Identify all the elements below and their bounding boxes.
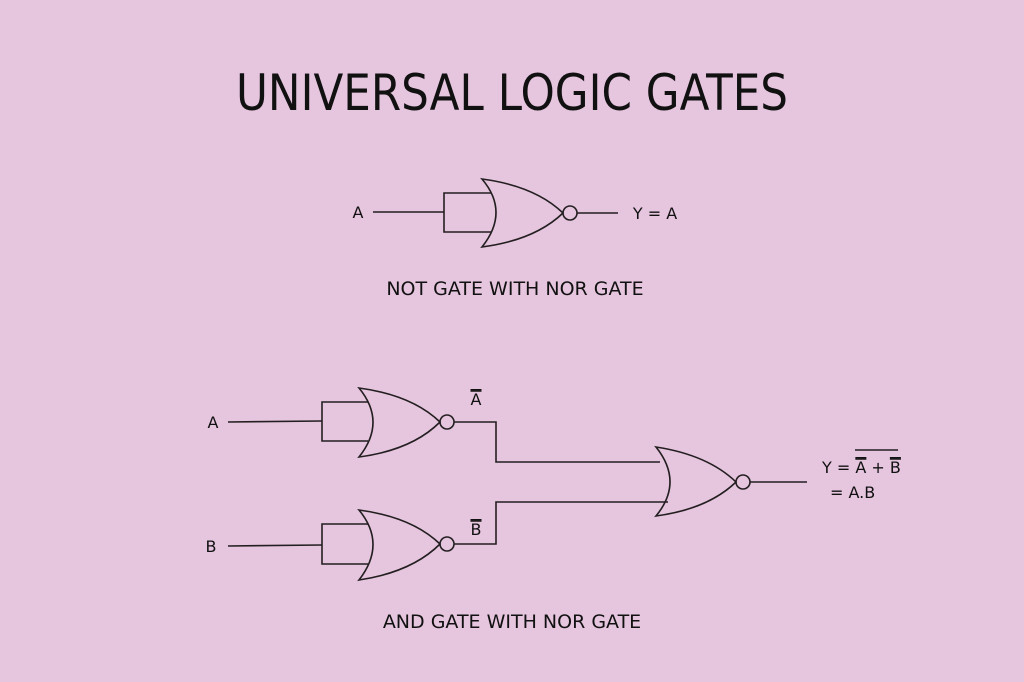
inversion-bubble	[735, 474, 751, 490]
wire	[227, 420, 323, 423]
not-caption: NOT GATE WITH NOR GATE	[386, 278, 643, 300]
not-circuit: A Y = A NOT GATE WITH NOR GATE	[353, 177, 677, 300]
input-tie	[321, 401, 368, 442]
output-expression: Y = A + B	[821, 458, 901, 477]
not-output-label: Y = A	[632, 204, 677, 223]
and-circuit: A A B B Y = A + B = A.B AND GATE WITH NO…	[206, 386, 901, 633]
nor-gate-final	[654, 445, 738, 518]
wire	[454, 501, 668, 545]
inversion-bubble	[439, 414, 455, 430]
input-tie	[443, 192, 491, 233]
input-tie	[321, 523, 368, 565]
input-b-label: B	[206, 537, 217, 556]
inversion-bubble	[439, 536, 455, 552]
not-input-label: A	[353, 203, 364, 222]
nor-gate-b	[357, 508, 442, 582]
inter-a-label: A	[471, 390, 482, 409]
inversion-bubble	[562, 205, 578, 221]
input-a-label: A	[208, 413, 219, 432]
title: UNIVERSAL LOGIC GATES	[236, 64, 788, 122]
output-prefix: Y =	[821, 458, 855, 477]
output-result: = A.B	[830, 483, 875, 502]
inter-b-label: B	[471, 520, 482, 539]
output-plus: +	[866, 458, 890, 477]
nor-gate-a	[357, 386, 442, 459]
nor-gate	[480, 177, 565, 249]
output-a: A	[855, 458, 866, 477]
wire	[454, 421, 660, 463]
wire	[227, 544, 323, 547]
and-caption: AND GATE WITH NOR GATE	[383, 611, 641, 633]
output-b: B	[890, 458, 901, 477]
